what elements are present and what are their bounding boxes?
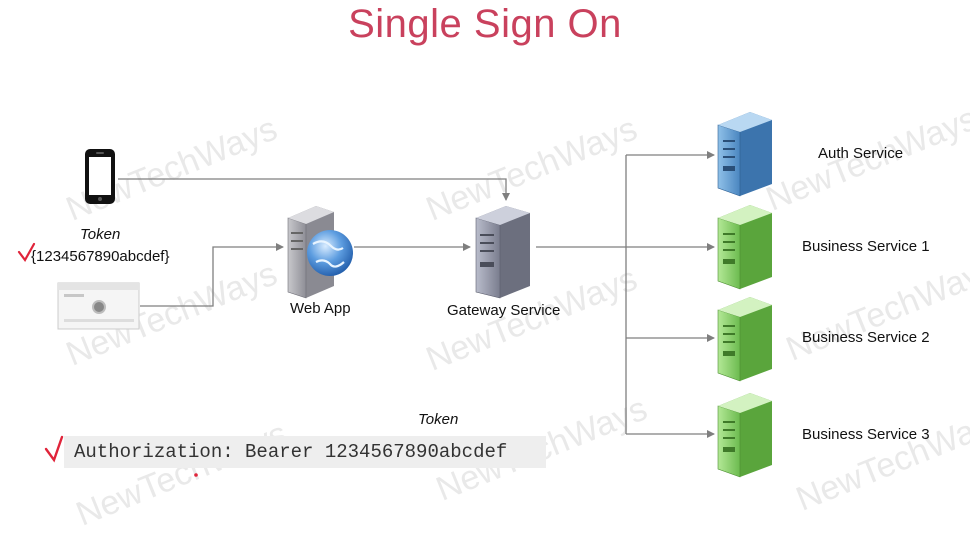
mobile-phone-icon bbox=[85, 149, 115, 204]
phone-to-gateway-arrow bbox=[118, 178, 510, 201]
business-service-2-label: Business Service 2 bbox=[802, 329, 930, 346]
auth-service-label: Auth Service bbox=[818, 145, 904, 162]
token-value: {1234567890abcdef} bbox=[31, 248, 170, 265]
business-service-1-label: Business Service 1 bbox=[802, 238, 930, 255]
business-server-1-icon bbox=[717, 205, 772, 290]
token-label-bottom: Token bbox=[418, 411, 459, 428]
auth-server-icon bbox=[717, 112, 772, 197]
web-app-server-icon bbox=[287, 206, 353, 299]
authorization-header-box: Authorization: Bearer 1234567890abcdef bbox=[64, 436, 546, 468]
page-title: Single Sign On bbox=[348, 2, 622, 46]
business-server-3-icon bbox=[717, 393, 772, 478]
web-app-label: Web App bbox=[290, 300, 351, 317]
gateway-service-label: Gateway Service bbox=[447, 302, 561, 319]
token-label-top: Token bbox=[80, 226, 121, 243]
connector-lines bbox=[118, 151, 715, 438]
business-service-3-label: Business Service 3 bbox=[802, 426, 930, 443]
authorization-header-text: Authorization: Bearer 1234567890abcdef bbox=[74, 441, 508, 463]
browser-to-webapp-arrow bbox=[140, 243, 284, 307]
architecture-diagram bbox=[17, 112, 772, 478]
checkmark-icon bbox=[44, 435, 64, 463]
browser-window-icon bbox=[57, 282, 140, 330]
business-server-2-icon bbox=[717, 297, 772, 382]
pen-dot bbox=[194, 473, 198, 477]
checkmark-icon bbox=[17, 242, 36, 263]
gateway-server-icon bbox=[475, 206, 530, 299]
